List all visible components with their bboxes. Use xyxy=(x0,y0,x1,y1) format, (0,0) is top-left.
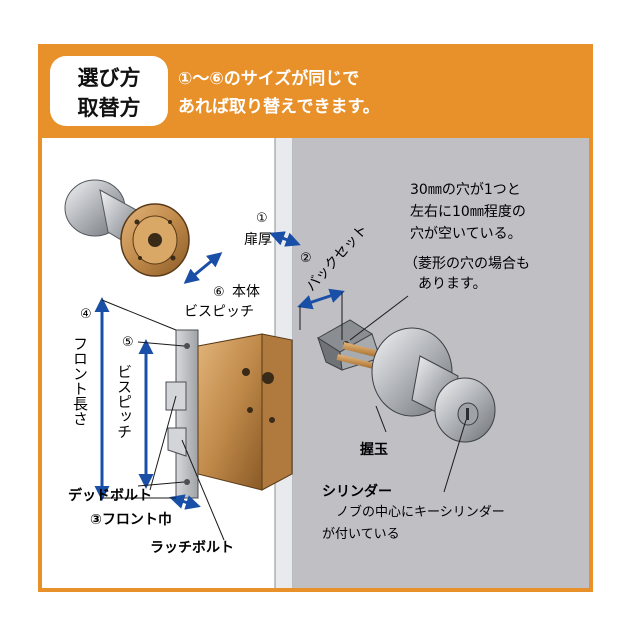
badge-line-2: 取替方 xyxy=(77,96,141,120)
front-length-label: フロント長さ xyxy=(71,336,89,426)
body-screw-pitch-line-2: ビスピッチ xyxy=(184,304,254,320)
front-width-label: ③フロント巾 xyxy=(90,511,172,528)
door-thickness-number: ① xyxy=(256,211,268,226)
hole-note-line-3: 穴が空いている。 xyxy=(410,226,522,242)
knob-label: 握玉 xyxy=(360,442,388,458)
case-screw-pitch-number: ⑤ xyxy=(122,335,134,350)
front-width-arrow xyxy=(169,494,201,510)
lock-case xyxy=(197,333,263,491)
cylinder-note-line-1: ノブの中心にキーシリンダー xyxy=(336,504,505,520)
hole-note-line-2: 左右に10㎜程度の xyxy=(410,204,526,220)
door-thickness-label: 扉厚 xyxy=(244,232,272,248)
deadbolt-label: デッドボルト xyxy=(68,487,152,504)
body-screw-pitch-number: ⑥ xyxy=(213,285,225,300)
backset-number: ② xyxy=(300,251,312,266)
header-message-line-2: あれば取り替えできます。 xyxy=(178,97,380,117)
knob xyxy=(371,327,496,443)
front-plate xyxy=(175,329,199,499)
cylinder-note-line-2: が付いている xyxy=(322,527,400,542)
case-screw-pitch-label: ビスピッチ xyxy=(115,364,133,439)
body-screw-pitch-arrow xyxy=(183,252,223,284)
cylinder-label: シリンダー xyxy=(322,483,392,500)
backset-arrow xyxy=(297,288,345,310)
front-length-number: ④ xyxy=(80,307,92,322)
badge-line-1: 選び方 xyxy=(77,66,141,90)
header-message-line-1: ①～⑥のサイズが同じで xyxy=(178,69,360,89)
guide-badge: 選び方 取替方 xyxy=(50,56,168,126)
extension-lines xyxy=(101,292,467,541)
mortise-lock xyxy=(165,329,293,499)
diamond-note-line-2: あります。 xyxy=(418,276,487,292)
diamond-note-line-1: （菱形の穴の場合も xyxy=(404,256,530,272)
latch-bolt-label: ラッチボルト xyxy=(150,540,234,556)
latch-bolt-block xyxy=(167,427,187,457)
hole-note-line-1: 30㎜の穴が1つと xyxy=(410,182,521,198)
knob-assembly-small xyxy=(64,179,190,277)
body-screw-pitch-line-1: 本体 xyxy=(232,284,260,300)
door-thickness-arrow xyxy=(269,231,301,247)
